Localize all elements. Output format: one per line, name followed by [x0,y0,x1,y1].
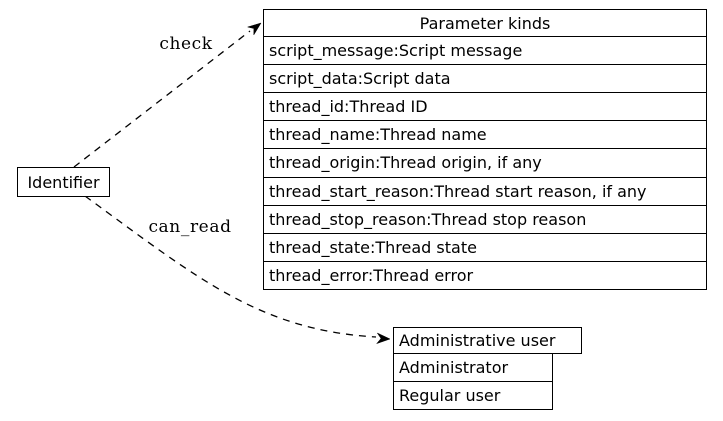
table-row: thread_id:Thread ID [264,92,706,120]
edge-label-check: check [159,34,213,54]
parameter-kinds-table-title: Parameter kinds [419,13,551,33]
identifier-node: Identifier [17,167,110,197]
table-row: thread_error:Thread error [264,260,706,289]
table-row: thread_state:Thread state [264,232,706,261]
parameter-kinds-table: Parameter kinds script_message:Script me… [263,9,707,290]
edge-label-can-read: can_read [148,217,232,237]
user-kinds-table-title: Administrative user [393,327,582,354]
table-row: thread_name:Thread name [264,120,706,148]
check-arrowhead-icon [246,22,262,36]
table-row: thread_stop_reason:Thread stop reason [264,204,706,233]
table-row: thread_origin:Thread origin, if any [264,148,706,176]
table-row: Regular user [393,381,553,410]
table-row: script_message:Script message [264,36,706,64]
can-read-arrowhead-icon [375,332,391,345]
table-row: Administrator [393,353,553,382]
table-row: script_data:Script data [264,64,706,92]
table-row: thread_start_reason:Thread start reason,… [264,176,706,205]
identifier-node-label: Identifier [27,172,100,192]
